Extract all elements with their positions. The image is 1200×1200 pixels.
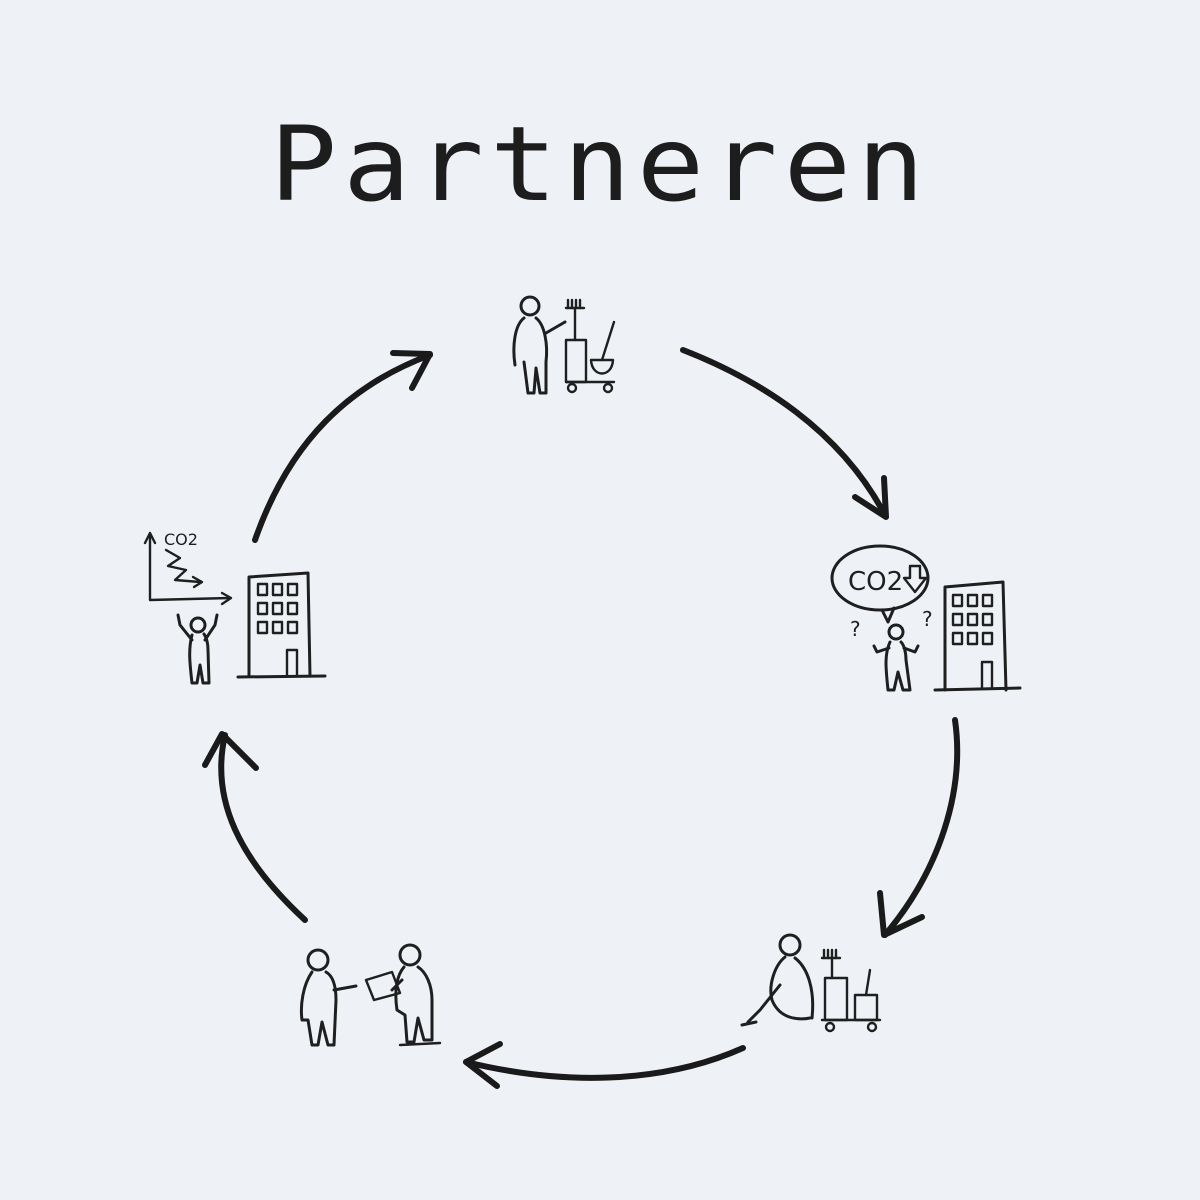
arrow-right-to-bottom	[880, 720, 957, 935]
arrow-bottom-to-left	[466, 1044, 743, 1086]
svg-text:?: ?	[922, 607, 933, 631]
co2-reduction-chart-icon: CO2	[145, 530, 325, 683]
co2-question-building-icon: CO2 ? ?	[832, 546, 1020, 690]
vacuum-cleaning-icon	[742, 935, 880, 1031]
handover-document-icon	[301, 945, 440, 1045]
arrow-top-to-right	[683, 350, 886, 517]
arrow-topleft-to-top	[255, 353, 430, 540]
cleaner-with-cart-icon	[514, 297, 614, 393]
svg-text:?: ?	[850, 617, 861, 641]
co2-bubble-label: CO2	[848, 567, 903, 597]
co2-chart-label: CO2	[164, 530, 198, 549]
arrow-left-to-topleft	[205, 734, 305, 920]
